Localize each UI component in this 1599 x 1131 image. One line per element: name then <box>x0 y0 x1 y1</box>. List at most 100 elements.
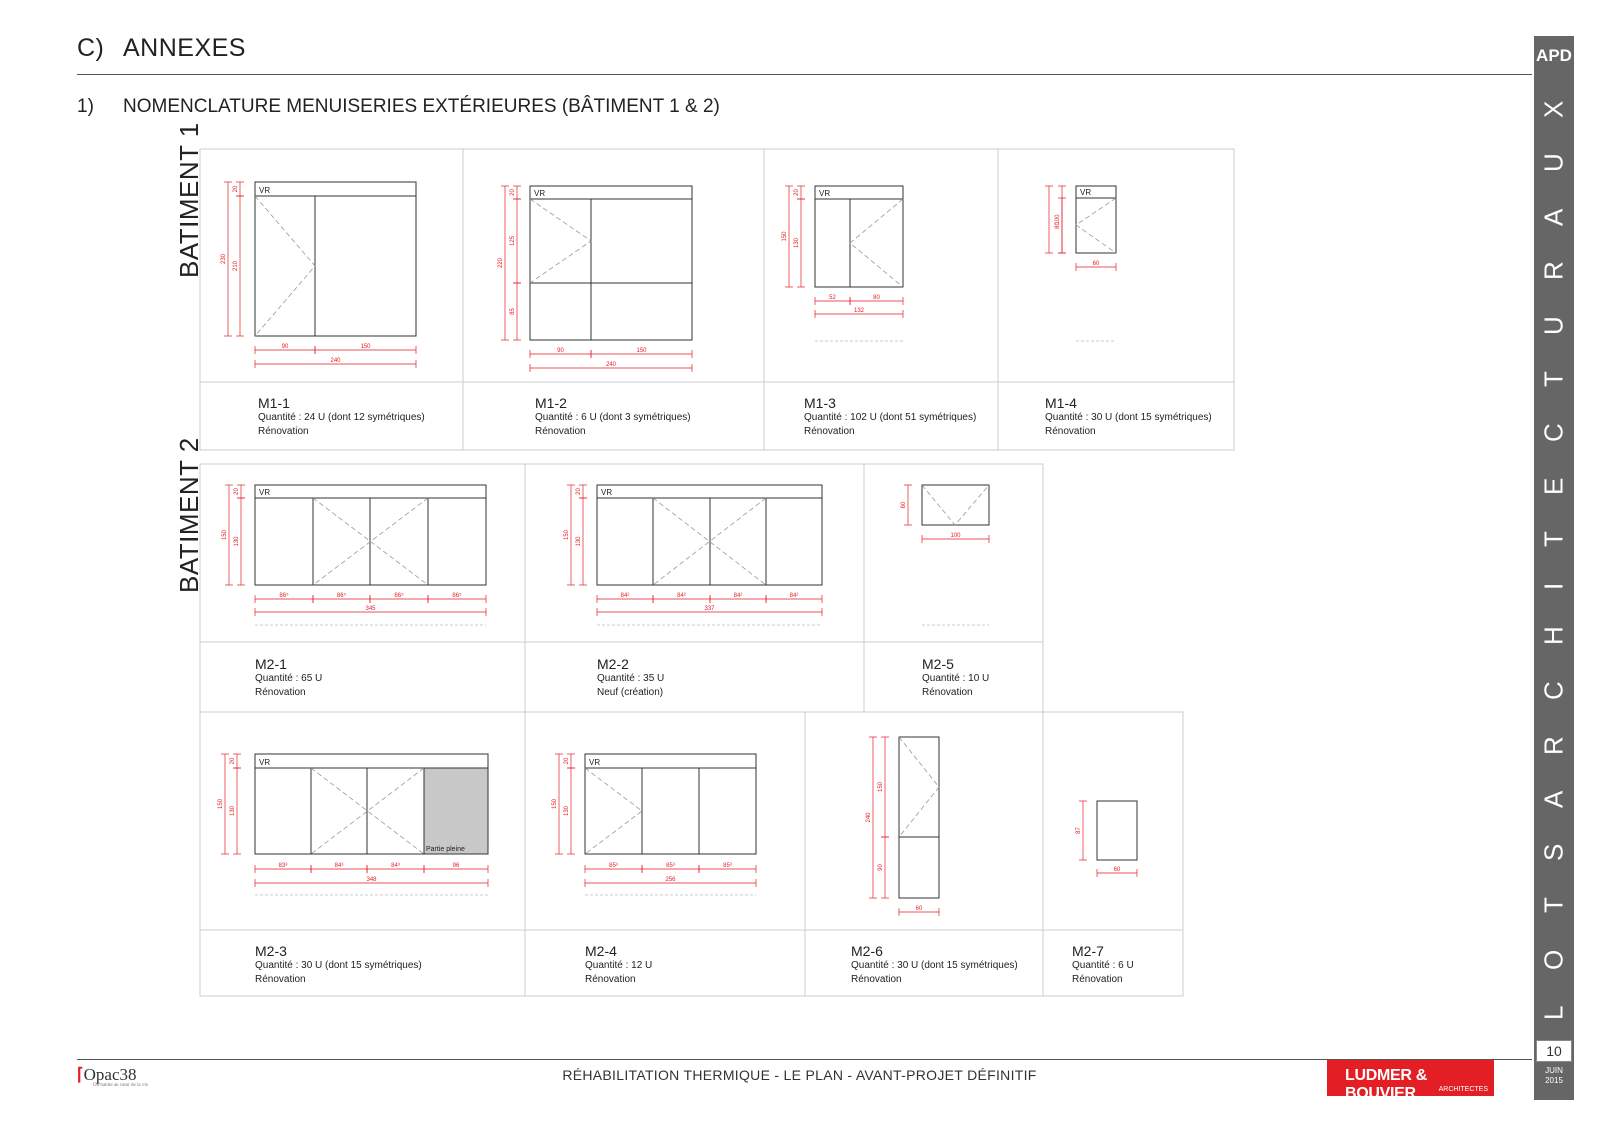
footer-title: RÉHABILITATION THERMIQUE - LE PLAN - AVA… <box>562 1067 1037 1083</box>
dimension-label: 150 <box>552 798 558 809</box>
item-reference: M1-4 <box>1045 395 1077 411</box>
dimension-label: 150 <box>782 231 788 242</box>
item-quantity: Quantité : 30 U (dont 15 symétriques) <box>851 960 1018 971</box>
dimension-label: 240 <box>606 362 617 368</box>
item-quantity: Quantité : 6 U <box>1072 960 1134 971</box>
dimension-label: 90 <box>878 864 884 871</box>
item-status: Rénovation <box>585 974 636 985</box>
nomenclature-frame <box>199 148 1235 451</box>
dimension-label: 52 <box>829 295 836 301</box>
roller-shutter-box <box>529 185 693 200</box>
item-status: Rénovation <box>851 974 902 985</box>
item-quantity: Quantité : 12 U <box>585 960 653 971</box>
opening-swing-line <box>529 198 592 284</box>
dimension-label: 80 <box>873 295 880 301</box>
dimension-label: 20 <box>576 488 582 495</box>
vr-label: VR <box>259 186 270 195</box>
opening-swing-line <box>254 195 316 337</box>
vr-label: VR <box>601 488 612 497</box>
section-number: C) <box>77 34 105 62</box>
item-reference: M1-3 <box>804 395 836 411</box>
item-reference: M2-1 <box>255 656 287 672</box>
dimension-label: 86⁵ <box>452 592 462 599</box>
item-quantity: Quantité : 65 U <box>255 673 323 684</box>
client-tagline: On habite au cœur de la vie <box>93 1083 148 1088</box>
dimension-label: 84² <box>677 593 686 599</box>
footer-divider <box>77 1059 1532 1060</box>
dimension-label: 85³ <box>609 863 618 869</box>
dimension-label: 84² <box>790 593 799 599</box>
dimension-label: 85 <box>510 308 516 315</box>
dimension-label: 210 <box>233 260 239 271</box>
vr-label: VR <box>534 189 545 198</box>
subsection-title: 1) NOMENCLATURE MENUISERIES EXTÉRIEURES (… <box>77 96 720 118</box>
dimension-label: 84² <box>734 593 743 599</box>
dimension-label: 96 <box>453 863 460 869</box>
item-status: Rénovation <box>1045 426 1096 437</box>
dimension-label: 60 <box>1093 261 1100 267</box>
opening-swing-line <box>1075 197 1117 254</box>
opening-swing-line <box>584 767 643 855</box>
dimension-label: 90 <box>557 348 564 354</box>
dimension-label: 130 <box>794 237 800 248</box>
item-quantity: Quantité : 6 U (dont 3 symétriques) <box>535 412 691 423</box>
dimension-label: 130 <box>230 805 236 816</box>
opening-swing-line <box>849 198 904 288</box>
item-quantity: Quantité : 102 U (dont 51 symétriques) <box>804 412 977 423</box>
dimension-label: 20 <box>233 185 239 192</box>
dimension-label: 150 <box>360 344 371 350</box>
dimension-label: 230 <box>221 253 227 264</box>
date-month: JUIN <box>1545 1066 1563 1075</box>
dimension-label: 84² <box>621 593 630 599</box>
item-reference: M1-2 <box>535 395 567 411</box>
item-reference: M2-6 <box>851 943 883 959</box>
section-title: C) ANNEXES <box>77 34 246 63</box>
dimension-label: 150 <box>218 798 224 809</box>
roller-shutter-box <box>584 753 757 769</box>
dimension-label: 85³ <box>723 863 732 869</box>
window-frame <box>254 195 417 337</box>
item-status: Neuf (création) <box>597 687 664 698</box>
door-frame <box>898 736 940 899</box>
dimension-label: 345 <box>365 606 376 612</box>
dimension-label: 337 <box>704 606 715 612</box>
item-reference: M2-3 <box>255 943 287 959</box>
phase-badge: APD <box>1534 40 1574 72</box>
window-frame <box>814 198 904 288</box>
date-stamp: JUIN 2015 <box>1534 1066 1574 1086</box>
item-status: Rénovation <box>255 687 306 698</box>
dimension-label: 100 <box>950 533 961 539</box>
subsection-title-text: NOMENCLATURE MENUISERIES EXTÉRIEURES (BÂ… <box>123 96 720 117</box>
section-title-text: ANNEXES <box>123 34 246 62</box>
architect-subtitle: ARCHITECTES <box>1438 1086 1488 1093</box>
dimension-label: 60 <box>1114 867 1121 873</box>
dimension-label: 20 <box>794 189 800 196</box>
dimension-label: 132 <box>854 308 865 314</box>
item-quantity: Quantité : 24 U (dont 12 symétriques) <box>258 412 425 423</box>
solid-panel <box>423 767 489 855</box>
opening-swing-line <box>898 736 940 838</box>
roller-shutter-box <box>254 181 417 197</box>
subsection-number: 1) <box>77 96 94 117</box>
dimension-label: 20 <box>234 488 240 495</box>
dimension-label: 240 <box>330 358 341 364</box>
opac-logo-icon: ⌈ <box>77 1065 84 1084</box>
dimension-label: 220 <box>498 257 504 268</box>
dimension-label: 130 <box>564 805 570 816</box>
opening-swing-line <box>312 497 429 586</box>
dimension-label: 90 <box>282 344 289 350</box>
item-status: Rénovation <box>255 974 306 985</box>
window-frame <box>529 198 693 341</box>
window-frame <box>921 484 990 526</box>
dimension-label: 100 <box>1055 214 1061 225</box>
date-year: 2015 <box>1545 1076 1563 1085</box>
item-quantity: Quantité : 10 U <box>922 673 990 684</box>
vr-label: VR <box>819 189 830 198</box>
